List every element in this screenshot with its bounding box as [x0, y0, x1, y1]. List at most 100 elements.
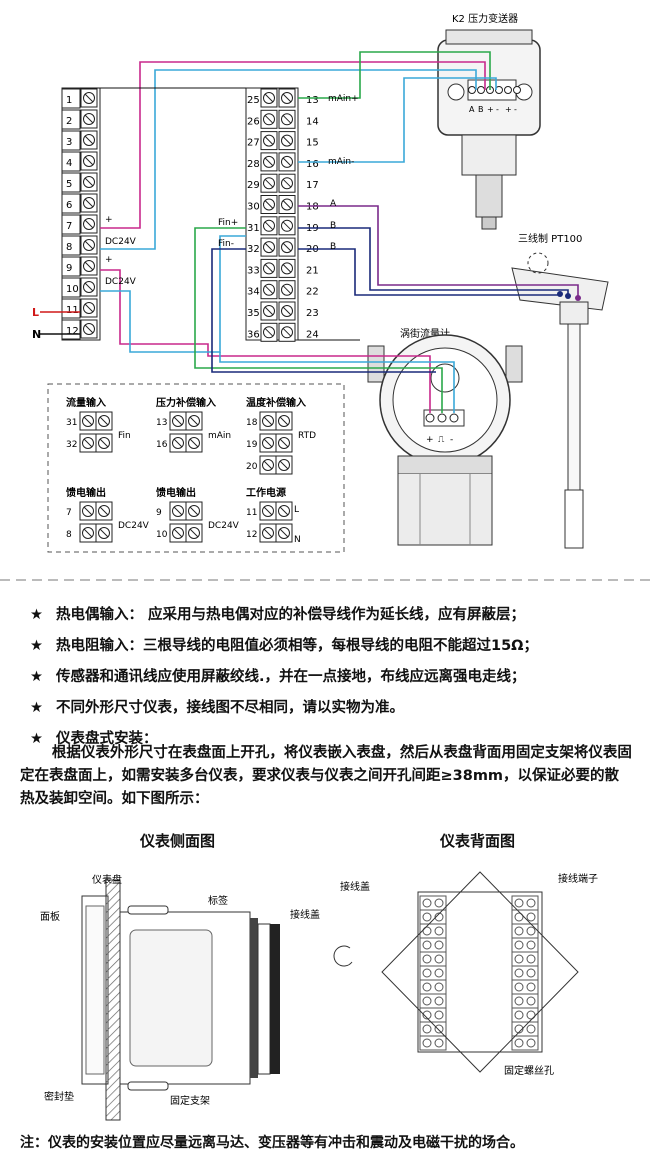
terminal-legend: 流量输入3132Fin压力补偿输入1316mAin温度补偿输入181920RTD…	[47, 383, 345, 553]
right-outer-terminal-number: 31	[247, 223, 260, 234]
note-text: 不同外形尺寸仪表，接线图不尽相同，请以实物为准。	[56, 700, 404, 716]
left-terminal-number: 1	[66, 95, 72, 106]
left-terminal-screw	[80, 151, 98, 171]
legend-screw	[79, 411, 97, 431]
svg-text:16: 16	[156, 440, 168, 450]
flowmeter-terminal-label: -	[450, 435, 453, 445]
svg-text:20: 20	[246, 462, 258, 472]
left-terminal-screw	[80, 256, 98, 276]
right-terminal-screw	[260, 173, 278, 193]
left-terminal-number: 4	[66, 158, 72, 169]
vortex-flowmeter: 涡街流量计 +⎍-	[367, 327, 523, 546]
right-inner-terminal-number: 14	[306, 116, 319, 127]
svg-text:N: N	[294, 535, 301, 545]
left-terminal-number: 3	[66, 137, 72, 148]
label-B-2: B	[330, 242, 336, 252]
transmitter-terminal-label: +	[505, 105, 512, 114]
label-bracket: 固定支架	[170, 1094, 210, 1107]
legend-screw	[185, 411, 203, 431]
left-terminal-screw	[80, 277, 98, 297]
left-terminal-number: 7	[66, 221, 72, 232]
right-terminal-screw	[260, 195, 278, 214]
legend-screw	[259, 411, 277, 431]
legend-screw	[95, 523, 113, 543]
right-outer-terminal-number: 30	[247, 202, 260, 213]
star-icon: ★	[30, 731, 43, 747]
note-text: 热电阻输入：三根导线的电阻值必须相等，每根导线的电阻不能超过15Ω；	[56, 638, 539, 654]
legend-screw	[275, 523, 293, 543]
right-terminal-screw	[260, 258, 278, 278]
right-terminal-screw	[278, 322, 296, 342]
notes-list: ★热电偶输入： 应采用与热电偶对应的补偿导线作为延长线，应有屏蔽层；★热电阻输入…	[30, 600, 630, 755]
left-terminal-screw	[80, 130, 98, 150]
label-plus-9: +	[105, 255, 113, 265]
back-view-diagram: 接线盖 接线端子 固定螺丝孔	[333, 871, 598, 1077]
label-main-minus: mAin-	[328, 157, 354, 167]
right-outer-terminal-number: 33	[247, 265, 260, 276]
side-view-title: 仪表侧面图	[140, 832, 216, 850]
right-inner-terminal-number: 18	[306, 202, 319, 213]
label-seal: 密封垫	[44, 1090, 74, 1103]
svg-text:7: 7	[66, 508, 72, 518]
flowmeter-terminal-labels: + ⎍-	[426, 435, 453, 445]
left-terminal-screw	[80, 88, 98, 108]
note-item: ★ 不同外形尺寸仪表，接线图不尽相同，请以实物为准。	[30, 693, 630, 724]
label-fin-minus: Fin-	[218, 239, 234, 249]
note-text: 仪表盘式安装：	[56, 731, 158, 747]
left-terminal-number: 9	[66, 263, 72, 274]
left-terminal-number: 10	[66, 284, 79, 295]
right-terminal-screw	[260, 152, 278, 172]
left-terminal-number: 2	[66, 116, 72, 127]
right-outer-terminal-number: 36	[247, 329, 260, 340]
svg-text:Fin: Fin	[118, 431, 131, 441]
star-icon: ★	[30, 700, 43, 716]
legend-screw	[275, 411, 293, 431]
left-terminal-screw	[80, 298, 98, 318]
svg-text:L: L	[294, 505, 299, 515]
legend-screw	[169, 501, 187, 521]
right-terminal-screw	[278, 280, 296, 300]
label-terminal: 接线端子	[558, 872, 598, 885]
label-back-cover: 接线盖	[340, 880, 370, 893]
legend-screw	[185, 433, 203, 453]
legend-screw	[275, 433, 293, 453]
label-dc24v-7: DC24V	[105, 237, 137, 247]
svg-text:31: 31	[66, 418, 77, 428]
legend-screw	[79, 501, 97, 521]
label-panel: 仪表盘	[92, 873, 122, 886]
right-terminal-screw	[260, 131, 278, 151]
svg-text:mAin: mAin	[208, 431, 231, 441]
right-inner-terminal-number: 15	[306, 138, 319, 149]
label-B-1: B	[330, 221, 336, 231]
legend-screw	[275, 455, 293, 475]
note-item: ★热电阻输入：三根导线的电阻值必须相等，每根导线的电阻不能超过15Ω；	[30, 631, 630, 662]
transmitter-terminal-label: +	[487, 105, 494, 114]
svg-text:压力补偿输入: 压力补偿输入	[156, 396, 216, 409]
right-outer-terminal-number: 26	[247, 116, 260, 127]
legend-screw	[259, 455, 277, 475]
note-item: ★热电偶输入： 应采用与热电偶对应的补偿导线作为延长线，应有屏蔽层；	[30, 600, 630, 631]
label-tag: 标签	[208, 894, 228, 907]
left-terminal-screw	[80, 235, 98, 255]
svg-text:工作电源: 工作电源	[246, 486, 286, 499]
flowmeter-terminal-label: ⎍	[438, 435, 445, 445]
label-fin-plus: Fin+	[218, 218, 238, 228]
legend-screw	[275, 501, 293, 521]
legend-screw	[95, 433, 113, 453]
legend-screw	[169, 433, 187, 453]
label-A: A	[330, 199, 337, 209]
svg-text:流量输入: 流量输入	[66, 396, 106, 409]
right-outer-terminal-number: 35	[247, 308, 260, 319]
left-terminal-screw	[80, 172, 98, 192]
flowmeter-terminal-label: +	[426, 435, 434, 445]
legend-screw	[185, 501, 203, 521]
transmitter-title: K2 压力变送器	[452, 12, 518, 25]
left-terminal-screw	[80, 109, 98, 129]
right-terminal-screw	[260, 109, 278, 129]
